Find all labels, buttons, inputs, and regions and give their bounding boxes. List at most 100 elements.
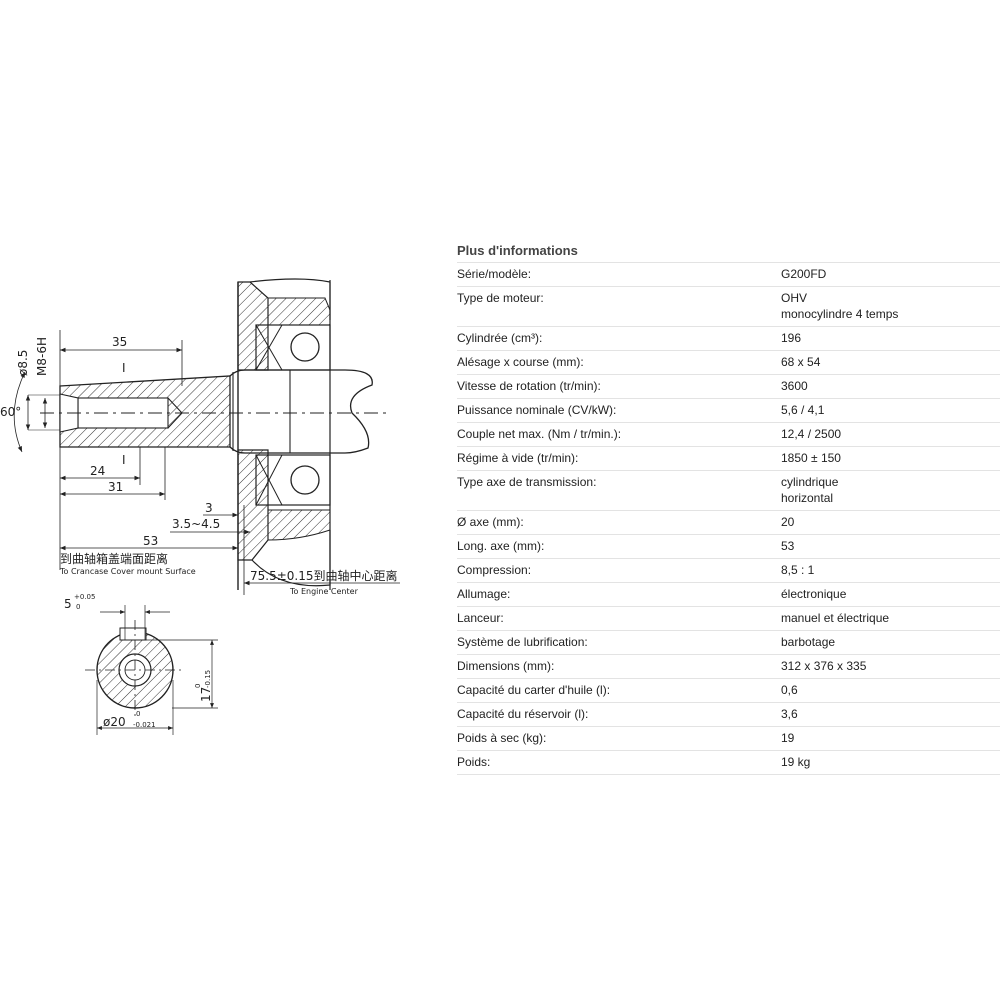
spec-row: Long. axe (mm):53 <box>457 535 1000 559</box>
spec-value-line: 8,5 : 1 <box>781 563 815 577</box>
spec-value-line: 53 <box>781 539 795 553</box>
spec-row: Régime à vide (tr/min): 1850 ± 150 <box>457 447 1000 471</box>
label-crankcase-cn: 到曲轴箱盖端面距离 <box>60 551 168 566</box>
spec-row: Compression: 8,5 : 1 <box>457 559 1000 583</box>
crankcase-cover <box>237 278 331 590</box>
spec-row: Couple net max. (Nm / tr/min.): 12,4 / 25… <box>457 423 1000 447</box>
dim-key-lower-tol: 0 <box>76 603 80 611</box>
spec-label: Capacité du carter d'huile (l): <box>457 683 611 697</box>
spec-row: Dimensions (mm): 312 x 376 x 335 <box>457 655 1000 679</box>
spec-value: 3600 <box>781 375 1000 398</box>
spec-value: barbotage <box>781 631 1000 654</box>
spec-value-line: 20 <box>781 515 795 529</box>
spec-value-line: OHV <box>781 291 808 305</box>
spec-label: Compression: <box>457 563 532 577</box>
spec-value: électronique <box>781 583 1000 606</box>
label-crankcase-en: To Crancase Cover mount Surface <box>59 567 196 576</box>
spec-value: 20 <box>781 511 1000 534</box>
spec-value-line: 19 kg <box>781 755 811 769</box>
dim-height-lower-tol: -0.15 <box>204 670 212 688</box>
spec-value: 196 <box>781 327 1000 350</box>
spec-row: Ø axe (mm):20 <box>457 511 1000 535</box>
spec-label: Vitesse de rotation (tr/min): <box>457 379 601 393</box>
dim-thread-m8: M8-6H <box>35 337 49 376</box>
spec-value: manuel et électrique <box>781 607 1000 630</box>
shaft-technical-drawing: 35 I I 24 31 3 3.5~4.5 53 60° ø8.5 M8-6H… <box>0 278 400 735</box>
dim-53: 53 <box>143 534 158 548</box>
label-engine-center-en: To Engine Center <box>289 587 359 596</box>
lower-bearing <box>255 454 331 506</box>
spec-label: Couple net max. (Nm / tr/min.): <box>457 427 622 441</box>
spec-value: 19 kg <box>781 751 1000 774</box>
spec-value-line: 3,6 <box>781 707 798 721</box>
dim-diameter-20: ø20 <box>103 715 126 729</box>
spec-value-line: cylindrique <box>781 475 839 489</box>
spec-row: Vitesse de rotation (tr/min): 3600 <box>457 375 1000 399</box>
spec-value: 68 x 54 <box>781 351 1000 374</box>
dim-key-width: 5 <box>64 597 72 611</box>
spec-label: Poids: <box>457 755 491 769</box>
dim-diameter-8-5: ø8.5 <box>16 350 30 376</box>
dim-tick-upper: I <box>122 361 126 375</box>
spec-value-line: G200FD <box>781 267 827 281</box>
spec-value-line: 312 x 376 x 335 <box>781 659 867 673</box>
dim-3-5-4-5: 3.5~4.5 <box>172 517 220 531</box>
spec-value-line: 19 <box>781 731 795 745</box>
spec-row: Système de lubrification: barbotage <box>457 631 1000 655</box>
spec-label: Type de moteur: <box>457 291 544 305</box>
spec-row: Capacité du réservoir (l):3,6 <box>457 703 1000 727</box>
spec-value-line: 68 x 54 <box>781 355 821 369</box>
spec-row: Capacité du carter d'huile (l): 0,6 <box>457 679 1000 703</box>
spec-value: G200FD <box>781 263 1000 286</box>
spec-value-line: 1850 ± 150 <box>781 451 841 465</box>
spec-row: Série/modèle: G200FD <box>457 263 1000 287</box>
spec-row: Poids à sec (kg): 19 <box>457 727 1000 751</box>
spec-value: 19 <box>781 727 1000 750</box>
spec-label: Régime à vide (tr/min): <box>457 451 579 465</box>
spec-value-line: électronique <box>781 587 847 601</box>
spec-value: 1850 ± 150 <box>781 447 1000 470</box>
spec-label: Lanceur: <box>457 611 504 625</box>
spec-row: Type de moteur: OHV monocylindre 4 temps <box>457 287 1000 327</box>
dim-diameter-20-upper-tol: 0 <box>136 710 140 718</box>
spec-value-line: 12,4 / 2500 <box>781 427 842 441</box>
dimension-lines <box>13 330 400 595</box>
spec-row: Allumage: électronique <box>457 583 1000 607</box>
dim-75-5: 75.5±0.15到曲轴中心距离 <box>250 568 398 583</box>
spec-row: Alésage x course (mm):68 x 54 <box>457 351 1000 375</box>
spec-value-line: 3600 <box>781 379 808 393</box>
spec-label: Poids à sec (kg): <box>457 731 547 745</box>
dim-60-deg: 60° <box>0 405 21 419</box>
spec-label: Série/modèle: <box>457 267 532 281</box>
spec-value: 53 <box>781 535 1000 558</box>
spec-label: Type axe de transmission: <box>457 475 597 489</box>
spec-value-line: manuel et électrique <box>781 611 890 625</box>
dim-height-upper-tol: 0 <box>194 684 202 688</box>
spec-label: Puissance nominale (CV/kW): <box>457 403 617 417</box>
output-shaft <box>40 369 390 454</box>
dim-3: 3 <box>205 501 213 515</box>
dim-key-upper-tol: +0.05 <box>74 593 95 601</box>
spec-value-line: barbotage <box>781 635 836 649</box>
spec-label: Dimensions (mm): <box>457 659 555 673</box>
spec-label: Cylindrée (cm³): <box>457 331 543 345</box>
spec-value-line: monocylindre 4 temps <box>781 307 899 321</box>
spec-row: Poids: 19 kg <box>457 751 1000 775</box>
dim-height-17: 17 <box>199 687 213 702</box>
spec-value: 12,4 / 2500 <box>781 423 1000 446</box>
dim-31: 31 <box>108 480 123 494</box>
spec-value-line: 5,6 / 4,1 <box>781 403 825 417</box>
spec-label: Allumage: <box>457 587 511 601</box>
spec-row: Puissance nominale (CV/kW): 5,6 / 4,1 <box>457 399 1000 423</box>
dim-24: 24 <box>90 464 105 478</box>
spec-value-line: 0,6 <box>781 683 798 697</box>
spec-value: 3,6 <box>781 703 1000 726</box>
dim-tick-lower: I <box>122 453 126 467</box>
spec-value: 312 x 376 x 335 <box>781 655 1000 678</box>
spec-row: Cylindrée (cm³): 196 <box>457 327 1000 351</box>
spec-label: Système de lubrification: <box>457 635 588 649</box>
spec-value-line: 196 <box>781 331 802 345</box>
spec-value: 8,5 : 1 <box>781 559 1000 582</box>
dim-diameter-20-lower-tol: -0.021 <box>133 721 156 729</box>
